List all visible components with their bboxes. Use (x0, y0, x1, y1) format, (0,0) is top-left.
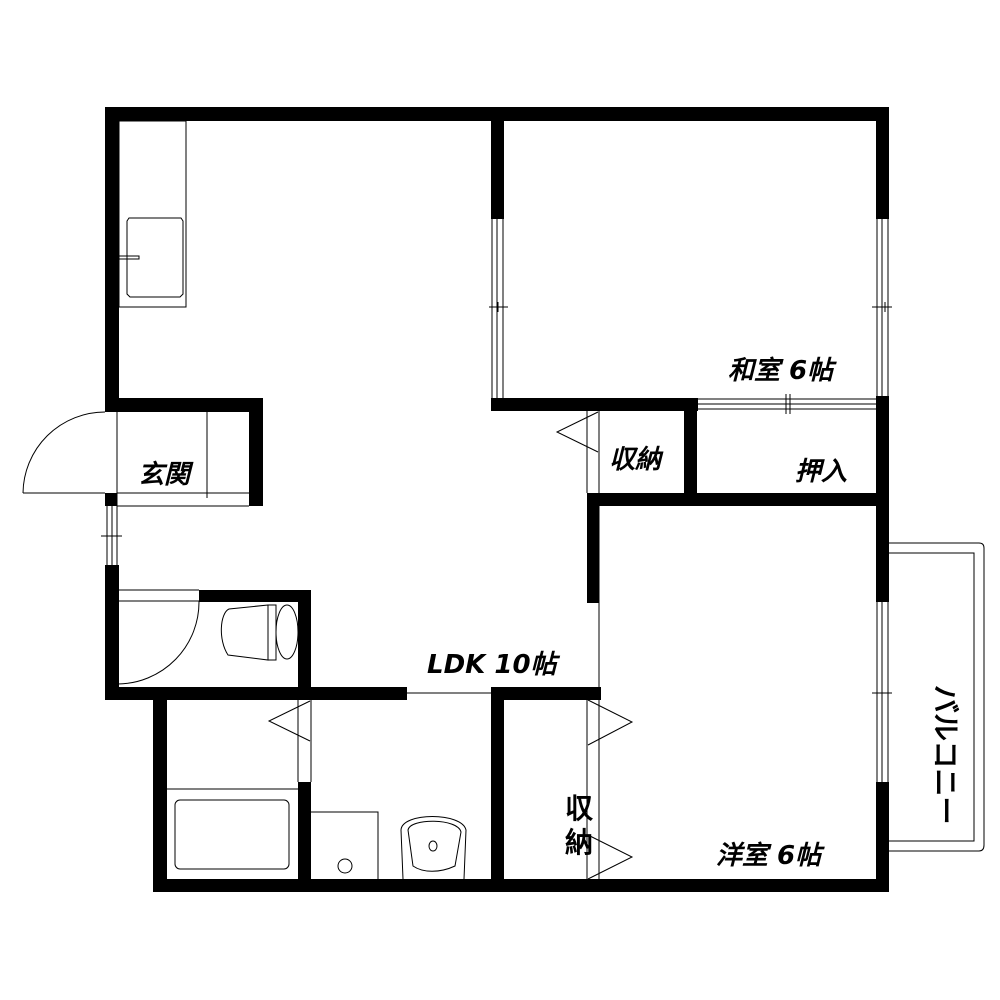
genkan-label: 玄関 (138, 460, 194, 490)
walls (105, 107, 889, 892)
bathtub-icon (174, 799, 290, 870)
kitchen-counter (118, 120, 187, 308)
balcony-label: バルコニー (929, 685, 962, 824)
washbasin-icon (400, 816, 467, 880)
storage-lower-char-2: 納 (565, 826, 593, 859)
storage-lower-label: 収 納 (565, 792, 603, 859)
toilet-tank-icon (275, 604, 299, 660)
washitsu-label: 和室 6帖 (728, 356, 837, 386)
storage-upper-label: 収納 (609, 445, 664, 475)
faucet-icon (118, 255, 140, 260)
kitchen-sink-icon (126, 217, 184, 298)
washing-machine-drain-icon (337, 858, 353, 874)
toilet-seat-icon (267, 604, 277, 661)
ldk-label: LDK 10帖 (427, 650, 561, 680)
oshiire-label: 押入 (795, 457, 847, 487)
youshitsu-label: 洋室 6帖 (716, 841, 825, 871)
thin-lines (22, 120, 985, 880)
toilet-bowl-icon (220, 604, 269, 661)
balcony-outline (889, 542, 985, 852)
storage-lower-char-1: 収 (565, 792, 594, 825)
